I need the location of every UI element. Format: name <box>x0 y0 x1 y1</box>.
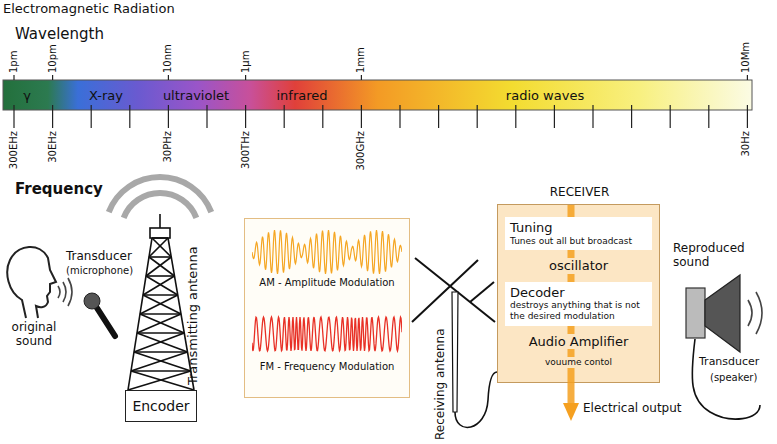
signal-label: Electrical output <box>583 401 682 415</box>
speaker-cone <box>705 275 740 352</box>
box-text: X-ray <box>89 88 123 104</box>
frequency-tick: 30Hz <box>740 131 752 157</box>
box-heading: AM - Amplitude Modulation <box>259 277 394 289</box>
transmitting-tower <box>128 214 194 390</box>
scale-tick <box>477 105 478 128</box>
head-outline <box>7 247 56 318</box>
scale-tick <box>631 105 632 128</box>
scale-tick <box>129 105 130 128</box>
scale-tick <box>206 105 207 128</box>
wavelength-tick: 10nm <box>162 44 174 73</box>
frequency-tick: 300EHz <box>8 131 20 169</box>
part-label: original sound <box>2 320 66 349</box>
box-heading: γ <box>23 88 31 104</box>
speaker-wire <box>692 339 760 419</box>
diagram-title: Electromagnetic Radiation <box>3 1 175 17</box>
frequency-tick: 300THz <box>240 131 252 169</box>
box-heading: RECEIVER <box>550 185 610 199</box>
wavelength-tick: 10pm <box>47 44 59 73</box>
antenna-cable <box>455 372 497 427</box>
speaker-magnet <box>686 288 705 338</box>
part-label: Reproduced sound <box>673 241 753 270</box>
scale-tick <box>747 75 748 80</box>
frequency-tick: 30EHz <box>47 131 59 163</box>
wavelength-tick: 1pm <box>8 51 20 73</box>
part-label: Receiving antenna <box>433 328 447 440</box>
am-waveform <box>252 227 402 277</box>
modulation-box: AM - Amplitude Modulation FM - Frequency … <box>244 218 410 398</box>
wavelength-tick: 10Mm <box>740 42 752 73</box>
receiver-box: TuningTunes out all but broadcastDecoder… <box>497 204 660 383</box>
scale-tick <box>515 105 516 128</box>
box-text: oscillator <box>546 258 611 274</box>
scale-tick <box>322 105 323 128</box>
box-text: Tunes out all but broadcast <box>510 236 647 247</box>
scale-tick <box>708 105 709 128</box>
scale-tick <box>13 75 14 80</box>
box-heading: Encoder <box>132 398 189 415</box>
frequency-tick: 300GHz <box>355 131 367 171</box>
voice-waves <box>58 278 72 306</box>
box-text: vouume contol <box>542 357 615 368</box>
box-text: destroys anything that is not the desire… <box>510 300 647 322</box>
microphone-head <box>84 293 100 309</box>
box-text: FM - Frequency Modulation <box>260 361 395 373</box>
radio-wave-arc <box>121 190 199 219</box>
scale-tick <box>52 105 53 128</box>
scale-tick <box>13 105 14 128</box>
decoder-box: Decoderdestroys anything that is not the… <box>505 282 652 326</box>
scale-tick <box>438 105 439 128</box>
scale-tick <box>554 105 555 128</box>
scale-tick <box>670 105 671 128</box>
scale-tick <box>168 75 169 80</box>
box-text: radio waves <box>506 88 584 104</box>
box-text: infrared <box>276 88 327 104</box>
scale-tick <box>245 75 246 80</box>
scale-tick <box>245 105 246 128</box>
wavelength-tick: 1mm <box>355 47 367 73</box>
antenna-mast <box>452 292 458 412</box>
spectrum-gradient <box>3 80 752 110</box>
scale-tick <box>52 75 53 80</box>
axis-title: Wavelength <box>15 25 104 43</box>
scale-tick <box>747 105 748 128</box>
wavelength-tick: 1μm <box>240 51 252 73</box>
scale-tick <box>399 105 400 128</box>
scale-tick <box>168 105 169 128</box>
speaker-sound-waves <box>748 292 762 334</box>
frequency-tick: 30PHz <box>162 131 174 163</box>
tuning-box: TuningTunes out all but broadcast <box>505 217 652 250</box>
part-label: Transducer <box>699 355 759 368</box>
part-label: (microphone) <box>66 265 133 277</box>
scale-tick <box>592 105 593 128</box>
part-label: (speaker) <box>710 372 757 384</box>
box-heading: Tuning <box>510 220 647 236</box>
box-heading: Decoder <box>510 285 647 301</box>
box-text: Audio Amplifier <box>526 334 632 350</box>
part-label: Transducer <box>66 249 132 263</box>
spectrum-band: γ X-ray ultraviolet infrared radio waves <box>3 80 752 110</box>
signal-flow-arrow <box>498 205 661 215</box>
scale-tick <box>284 105 285 128</box>
box-text: ultraviolet <box>163 88 229 104</box>
encoder-box: Encoder <box>125 390 197 422</box>
scale-tick <box>91 105 92 128</box>
part-label: Transmitting antenna <box>185 246 201 385</box>
fm-waveform <box>252 313 402 355</box>
radio-wave-arcs <box>106 174 214 219</box>
scale-tick <box>361 75 362 80</box>
microphone-handle <box>97 308 115 336</box>
scale-tick <box>361 105 362 128</box>
axis-title: Frequency <box>15 180 103 198</box>
radio-wave-arc <box>106 174 214 213</box>
